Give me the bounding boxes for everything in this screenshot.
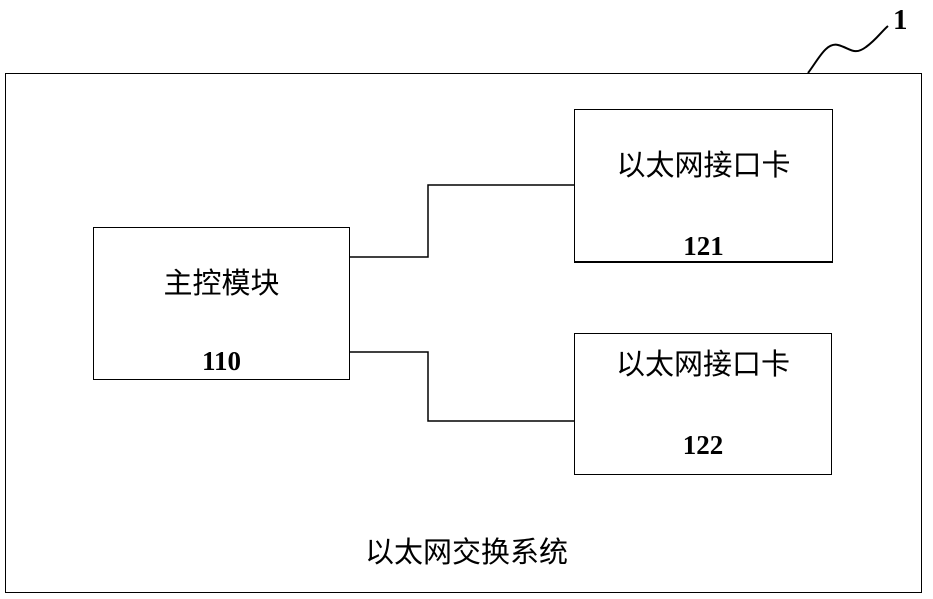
ethernet-card-121-number: 121 xyxy=(575,231,832,261)
ethernet-card-121-label: 以太网接口卡 xyxy=(575,148,832,182)
main-control-module-number: 110 xyxy=(94,346,349,376)
ethernet-card-122-box: 以太网接口卡 122 xyxy=(574,333,832,475)
reference-leader-line xyxy=(808,26,888,73)
main-control-module-box: 主控模块 110 xyxy=(93,227,350,380)
ethernet-card-122-number: 122 xyxy=(575,430,831,460)
main-control-module-label: 主控模块 xyxy=(94,266,349,300)
ethernet-card-121-box: 以太网接口卡 121 xyxy=(574,109,833,263)
system-label: 以太网交换系统 xyxy=(0,535,933,569)
ethernet-card-122-label: 以太网接口卡 xyxy=(575,347,831,381)
reference-number: 1 xyxy=(893,3,908,37)
